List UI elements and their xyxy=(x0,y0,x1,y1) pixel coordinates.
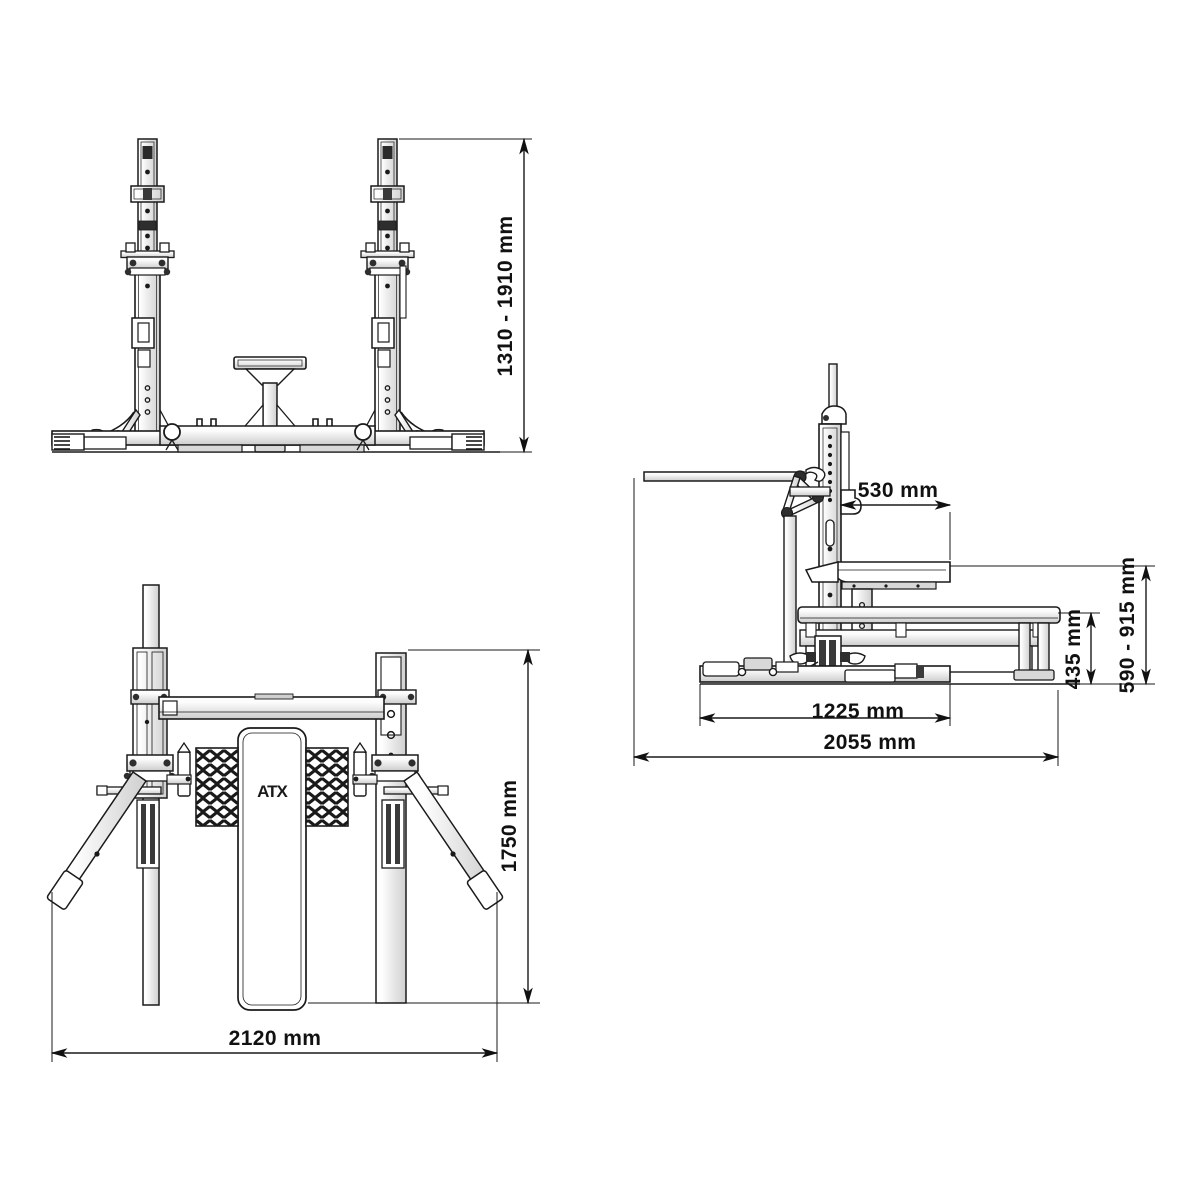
dimension-width-2120: 2120 mm xyxy=(50,892,499,1062)
dimension-length-1225: 1225 mm xyxy=(698,684,952,726)
end-cap-left xyxy=(51,433,85,451)
brand-logo-text: ATX xyxy=(257,782,288,801)
dimension-height-435: 435 mm xyxy=(1058,609,1100,690)
front-base-frame xyxy=(51,423,500,453)
dimension-height-435-label: 435 mm xyxy=(1062,609,1085,690)
dimension-depth-530-label: 530 mm xyxy=(858,479,939,502)
side-hole-ladder xyxy=(827,434,833,598)
dimension-length-2055: 2055 mm xyxy=(632,478,1060,766)
plan-footplate-left xyxy=(195,747,239,827)
front-elevation-view: 1310 - 1910 mm xyxy=(51,137,532,454)
dimension-length-2055-label: 2055 mm xyxy=(824,731,917,754)
dimension-height-590-915-label: 590 - 915 mm xyxy=(1116,557,1139,694)
brand-logo: ATX xyxy=(257,782,289,801)
plan-footplate-right xyxy=(305,747,349,827)
left-upright-assembly xyxy=(90,138,175,443)
dimension-width-2120-label: 2120 mm xyxy=(229,1027,322,1050)
dimension-depth-1750-label: 1750 mm xyxy=(498,780,521,873)
dimension-height-1310-1910-label: 1310 - 1910 mm xyxy=(494,216,517,377)
dimension-length-1225-label: 1225 mm xyxy=(812,700,905,723)
dimension-height-1310-1910: 1310 - 1910 mm xyxy=(399,137,532,454)
right-upright-assembly xyxy=(360,138,445,443)
dimension-depth-1750: 1750 mm xyxy=(308,648,540,1005)
plan-attachment-posts xyxy=(166,741,378,797)
plan-top-view: ATX xyxy=(46,584,540,1062)
plan-bench-pad: ATX xyxy=(237,727,307,1011)
dimension-height-590-915: 590 - 915 mm xyxy=(950,557,1155,694)
side-lat-bar-assembly xyxy=(643,466,831,665)
side-elevation-view: 530 mm 435 mm 590 - 915 mm 1225 mm xyxy=(632,363,1155,766)
dimension-depth-530: 530 mm xyxy=(839,430,952,560)
plan-top-crossbar xyxy=(158,693,385,720)
side-base-frame xyxy=(699,657,1080,685)
plan-stabiliser-legs xyxy=(46,770,504,910)
plan-right-upright xyxy=(368,652,449,1004)
end-cap-right xyxy=(451,433,485,451)
